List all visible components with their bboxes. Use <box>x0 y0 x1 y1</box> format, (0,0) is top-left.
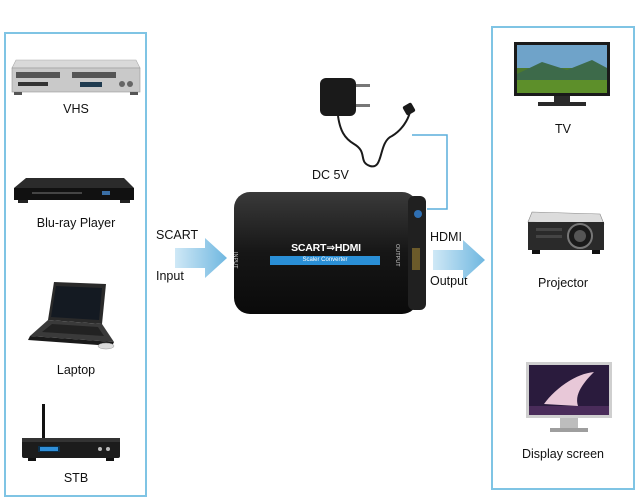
converter-title: SCART⇒HDMI <box>291 242 361 254</box>
power-label: DC 5V <box>312 168 349 182</box>
laptop-icon <box>28 282 115 350</box>
set-top-box-icon <box>22 404 120 461</box>
display-label-display-screen: Display screen <box>522 447 604 461</box>
output-arrow-icon <box>433 240 485 280</box>
projector-icon <box>527 211 605 254</box>
source-label-vhs: VHS <box>63 102 89 116</box>
scart-hdmi-converter: SCART⇒HDMI Scaler Converter INPUT OUTPUT <box>232 190 428 316</box>
display-label-tv: TV <box>555 122 571 136</box>
output-connector-label: HDMI <box>430 230 462 244</box>
converter-subtitle: Scaler Converter <box>270 256 380 265</box>
source-devices-panel <box>4 32 147 497</box>
tv-icon <box>514 42 610 106</box>
bluray-player-icon <box>14 178 134 203</box>
source-label-laptop: Laptop <box>56 363 96 377</box>
converter-body-icon <box>234 192 426 314</box>
input-port-label: INPUT <box>232 252 238 269</box>
input-connector-label: SCART <box>156 228 199 242</box>
power-adapter-icon <box>320 78 416 168</box>
vhs-player-icon <box>11 59 141 95</box>
input-arrow-icon <box>175 238 227 278</box>
source-label-stb: STB <box>63 471 89 485</box>
input-direction-label: Input <box>156 269 184 283</box>
display-screen-icon <box>526 362 612 432</box>
display-label-projector: Projector <box>537 276 589 290</box>
source-label-bluray: Blu-ray Player <box>36 216 116 230</box>
output-direction-label: Output <box>430 274 468 288</box>
output-port-label: OUTPUT <box>394 244 400 267</box>
